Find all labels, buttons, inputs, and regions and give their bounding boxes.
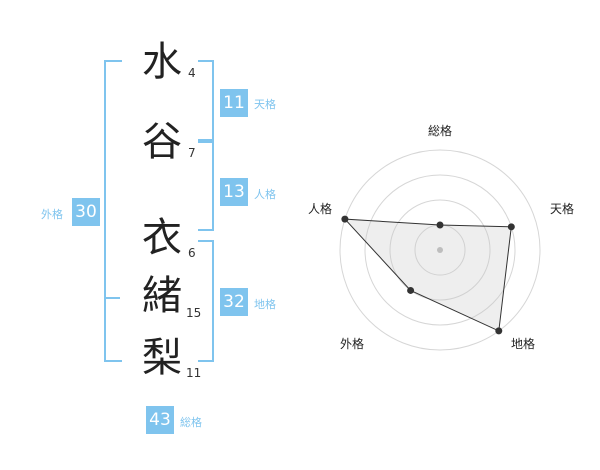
radar-point-1 <box>436 221 444 229</box>
name-char-1: 水 <box>142 39 182 85</box>
tenkaku-label: 天格 <box>254 98 276 111</box>
radar-ring <box>364 174 516 326</box>
gaikaku-bracket-mid <box>104 297 120 299</box>
chikaku-label: 地格 <box>254 298 276 311</box>
name-char-2: 谷 <box>142 119 182 165</box>
chikaku-value: 32 <box>220 288 248 316</box>
jinkaku-value: 13 <box>220 178 248 206</box>
radar-axis-label-jinkaku: 人格 <box>308 202 333 216</box>
radar-axis-label-gaikaku: 外格 <box>340 337 365 351</box>
stroke-count-4: 15 <box>186 306 202 320</box>
radar-series-polygon <box>343 218 512 332</box>
radar-ring <box>339 149 541 351</box>
tenkaku-bracket <box>198 60 214 141</box>
gaikaku-bracket <box>104 60 122 362</box>
chikaku-bracket <box>198 240 214 362</box>
name-char-4: 緒 <box>142 273 182 319</box>
gaikaku-label: 外格 <box>41 208 63 221</box>
radar-point-4 <box>407 286 415 294</box>
tenkaku-value: 11 <box>220 89 248 117</box>
gaikaku-value: 30 <box>72 198 100 226</box>
jinkaku-bracket <box>198 141 214 231</box>
soukaku-value: 43 <box>146 406 174 434</box>
stroke-count-2: 7 <box>188 146 196 160</box>
radar-point-3 <box>495 327 503 335</box>
stroke-count-5: 11 <box>186 366 202 380</box>
radar-ring <box>389 199 491 301</box>
radar-point-2 <box>507 223 515 231</box>
radar-axis-label-tenkaku: 天格 <box>550 202 575 216</box>
radar-axis-label-chikaku: 地格 <box>511 337 536 351</box>
name-char-3: 衣 <box>142 215 182 261</box>
radar-center <box>437 247 443 253</box>
radar-axis-label-soukaku: 総格 <box>428 124 453 138</box>
name-char-5: 梨 <box>142 335 182 381</box>
jinkaku-label: 人格 <box>254 188 276 201</box>
soukaku-label: 総格 <box>180 416 202 429</box>
stroke-count-3: 6 <box>188 246 196 260</box>
radar-point-5 <box>341 215 349 223</box>
stroke-count-1: 4 <box>188 66 196 80</box>
